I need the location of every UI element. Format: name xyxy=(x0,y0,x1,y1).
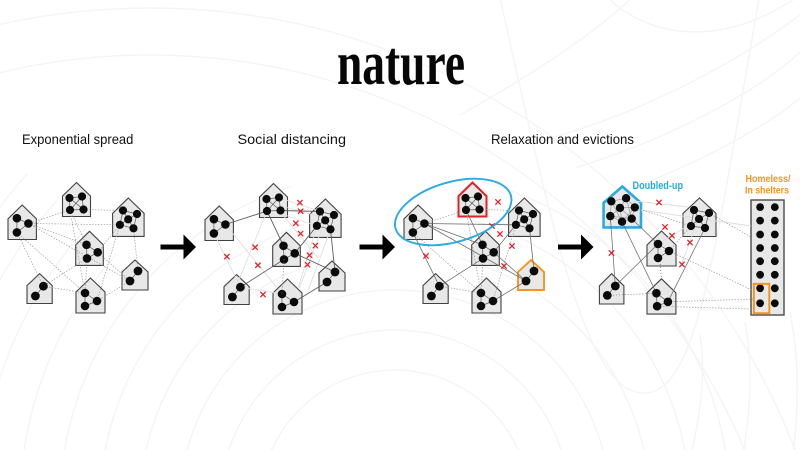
svg-text:Doubled-up: Doubled-up xyxy=(633,180,684,192)
svg-text:Exponential spread: Exponential spread xyxy=(22,132,133,147)
svg-text:Relaxation and evictions: Relaxation and evictions xyxy=(491,132,634,147)
svg-text:In shelters: In shelters xyxy=(745,186,789,197)
svg-text:Homeless/: Homeless/ xyxy=(746,174,791,185)
svg-text:nature: nature xyxy=(337,30,465,98)
svg-text:Social distancing: Social distancing xyxy=(238,132,347,147)
